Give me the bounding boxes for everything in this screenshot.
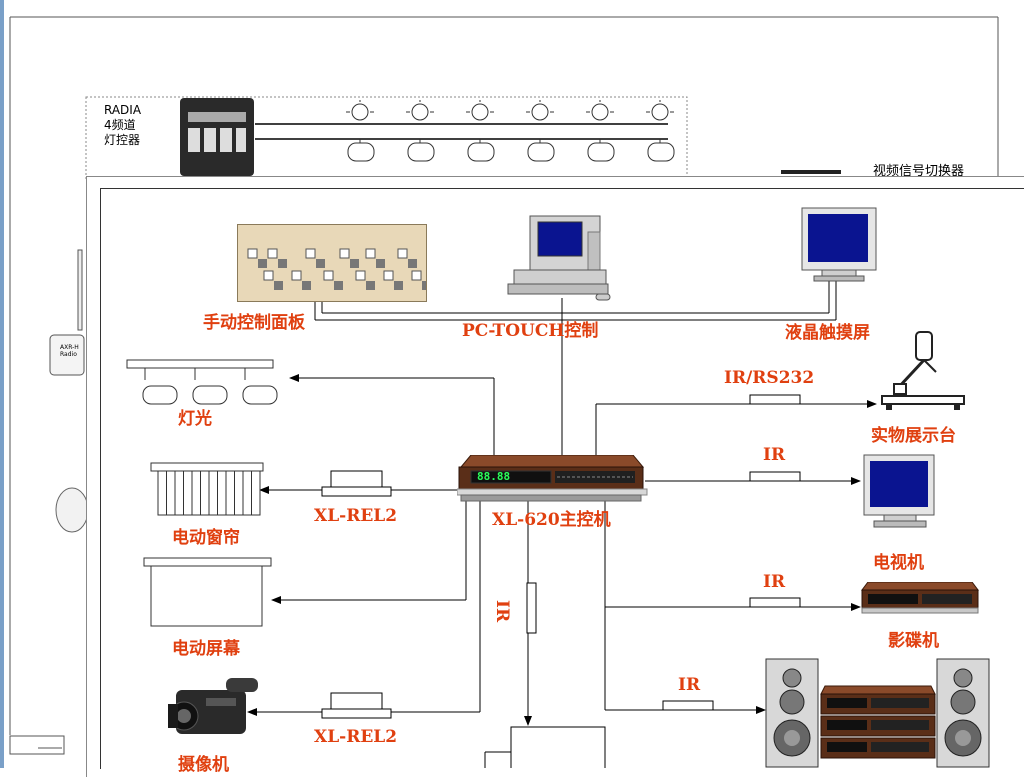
curtain-pleat bbox=[234, 470, 244, 516]
keypad-indicator bbox=[274, 281, 283, 290]
lights-image bbox=[125, 358, 285, 408]
bulb-icon bbox=[346, 100, 375, 162]
dvd-image bbox=[860, 582, 980, 616]
keypad-indicator bbox=[334, 281, 343, 290]
ir-box-audio bbox=[662, 700, 714, 711]
keypad-indicator bbox=[366, 281, 375, 290]
screen-label: 电动屏幕 bbox=[172, 639, 240, 659]
ir-rs232-label: IR/RS232 bbox=[724, 368, 815, 388]
curtain-pleat bbox=[225, 470, 235, 516]
keypad-indicator bbox=[278, 259, 287, 268]
keypad-indicator bbox=[422, 281, 426, 290]
bulb-icon bbox=[406, 100, 435, 162]
video-switcher-label: 视频信号切换器 bbox=[873, 164, 965, 179]
controller-label: XL-620主控机 bbox=[492, 510, 611, 530]
visualizer-image bbox=[880, 330, 966, 414]
pc-touch-label: PC-TOUCH控制 bbox=[462, 321, 599, 341]
bottom-device-box bbox=[510, 726, 606, 768]
keypad-indicator bbox=[258, 259, 267, 268]
rel-box-top bbox=[330, 470, 383, 489]
keypad-button bbox=[247, 248, 258, 259]
keypad-button bbox=[365, 248, 376, 259]
bulb-icon bbox=[526, 100, 555, 162]
manual-panel-label: 手动控制面板 bbox=[203, 313, 305, 333]
ir-box-dvd bbox=[749, 597, 801, 608]
curtain-pleat bbox=[200, 470, 210, 516]
curtain-pleat bbox=[174, 470, 184, 516]
bulb-row bbox=[346, 100, 675, 162]
radia-channel-label: 4频道 bbox=[104, 118, 136, 132]
visualizer-label: 实物展示台 bbox=[871, 426, 956, 446]
keypad-button bbox=[397, 248, 408, 259]
tv-label: 电视机 bbox=[873, 553, 924, 573]
lights-label: 灯光 bbox=[178, 409, 212, 429]
bulb-icon bbox=[586, 100, 615, 162]
keypad-indicator bbox=[302, 281, 311, 290]
left-device-label-2: Radio bbox=[60, 351, 77, 358]
rel-box-bottom bbox=[330, 692, 383, 711]
pc-computer-image bbox=[500, 212, 620, 304]
audio-system-image bbox=[765, 658, 991, 768]
left-device-label-1: AXR-H bbox=[60, 344, 79, 351]
curtain-image bbox=[150, 462, 264, 518]
main-controller-image: 88.88 bbox=[457, 455, 649, 505]
dvd-label: 影碟机 bbox=[888, 631, 939, 651]
keypad-indicator bbox=[376, 259, 385, 268]
controller-display: 88.88 bbox=[477, 470, 511, 483]
ir-vertical-label: IR bbox=[492, 600, 512, 623]
camera-label: 摄像机 bbox=[178, 755, 229, 775]
keypad-button bbox=[411, 270, 422, 281]
curtain-pleat bbox=[208, 470, 218, 516]
keypad-button bbox=[323, 270, 334, 281]
tv-image bbox=[862, 453, 938, 531]
keypad-button bbox=[291, 270, 302, 281]
lcd-touch-screen-image bbox=[800, 206, 878, 282]
keypad-button bbox=[305, 248, 316, 259]
curtain-label: 电动窗帘 bbox=[172, 528, 240, 548]
ir-tv-label: IR bbox=[763, 445, 786, 465]
curtain-pleat bbox=[191, 470, 201, 516]
ir-box-visualizer bbox=[749, 394, 801, 405]
curtain-pleat bbox=[217, 470, 227, 516]
ir-box-vertical bbox=[526, 582, 537, 634]
camera-image bbox=[166, 676, 264, 746]
radia-label: RADIA bbox=[104, 103, 142, 117]
manual-panel-image bbox=[237, 224, 427, 302]
radia-type-label: 灯控器 bbox=[104, 133, 141, 147]
keypad-indicator bbox=[408, 259, 417, 268]
ir-box-tv bbox=[749, 471, 801, 482]
curtain-pleat bbox=[242, 470, 252, 516]
curtain-pleat bbox=[183, 470, 193, 516]
keypad-button bbox=[267, 248, 278, 259]
keypad-button bbox=[339, 248, 350, 259]
electric-screen-image bbox=[143, 557, 273, 629]
keypad-indicator bbox=[350, 259, 359, 268]
ir-audio-label: IR bbox=[678, 675, 701, 695]
ir-dvd-label: IR bbox=[763, 572, 786, 592]
bulb-icon bbox=[646, 100, 675, 162]
curtain-pleat bbox=[251, 470, 261, 516]
lcd-touch-label: 液晶触摸屏 bbox=[785, 323, 870, 343]
radia-controller-image bbox=[180, 98, 254, 176]
keypad-indicator bbox=[316, 259, 325, 268]
keypad-button bbox=[383, 270, 394, 281]
rel-label-top: XL-REL2 bbox=[314, 506, 398, 526]
keypad-button bbox=[263, 270, 274, 281]
bulb-icon bbox=[466, 100, 495, 162]
curtain-pleat bbox=[157, 470, 167, 516]
rel-label-bottom: XL-REL2 bbox=[314, 727, 398, 747]
keypad-button bbox=[355, 270, 366, 281]
curtain-pleat bbox=[166, 470, 176, 516]
keypad-indicator bbox=[394, 281, 403, 290]
